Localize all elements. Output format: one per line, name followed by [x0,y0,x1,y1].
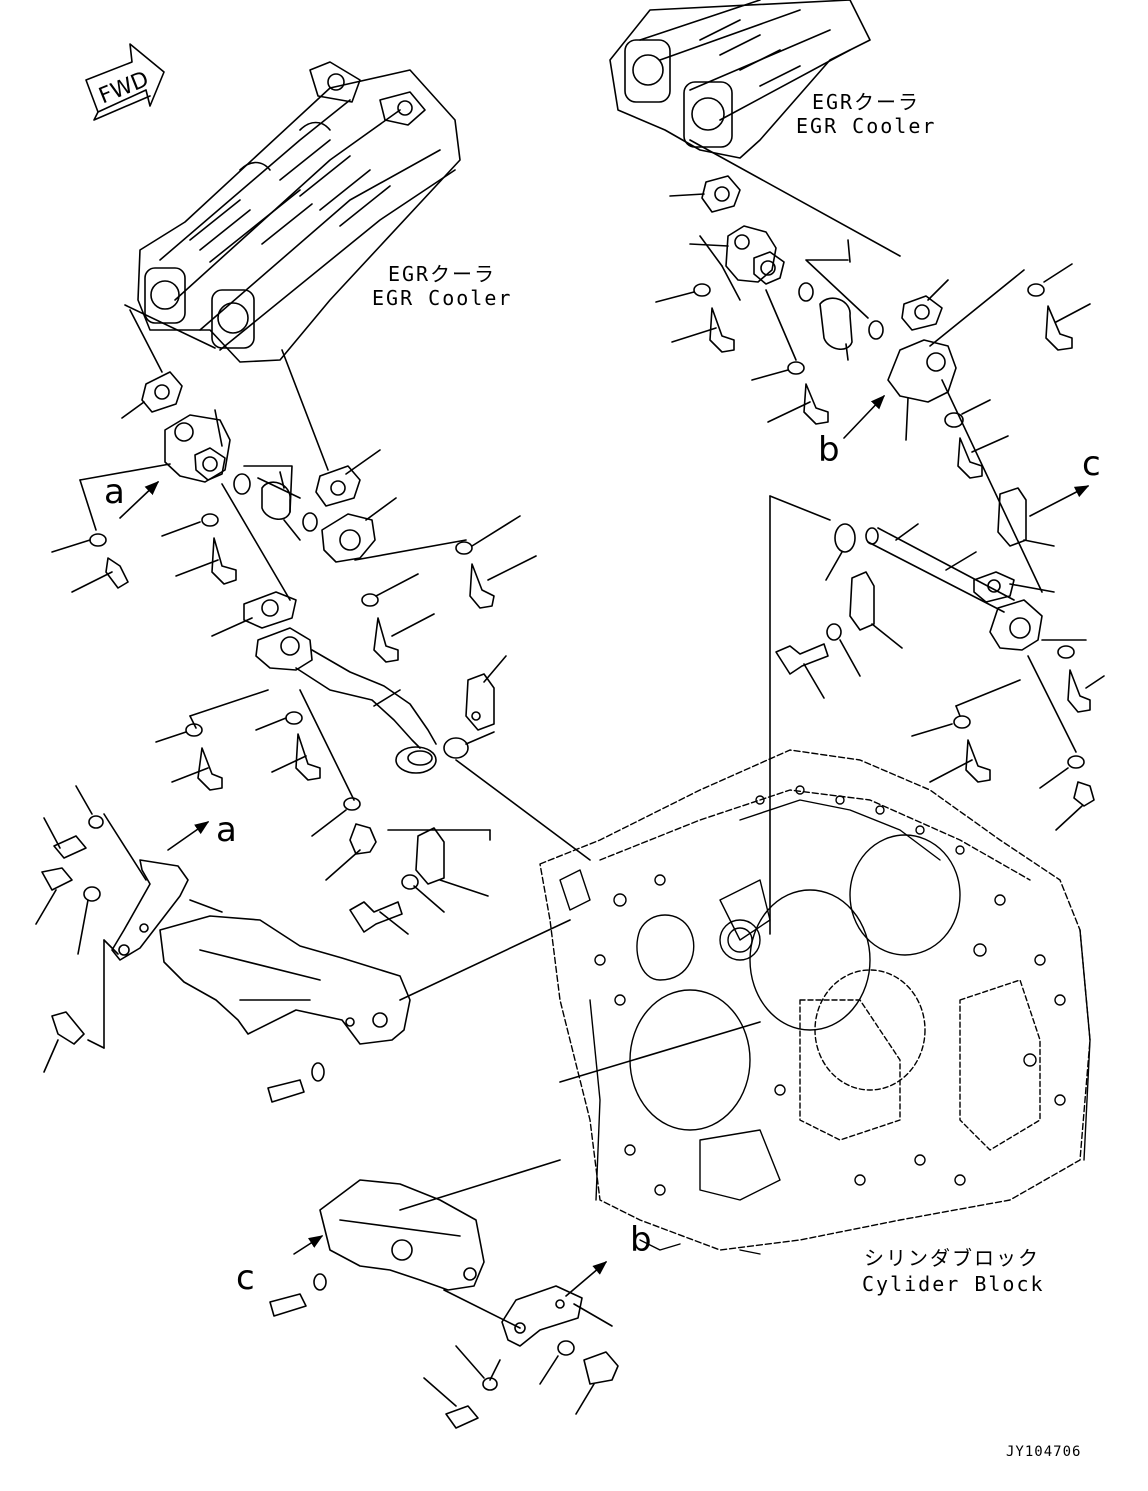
view-letter-b-top: b [818,430,840,470]
manifold-lower [319,1179,485,1291]
egr-cooler-right-en-label: EGR Cooler [796,114,937,138]
flange-housing-right [887,339,957,441]
clamp-part [465,655,507,731]
view-letter-a-bottom: a [216,810,237,850]
washer-part [89,533,107,547]
elbow-housing-left [164,409,231,483]
view-letter-a-top: a [104,472,125,512]
bolt-part [105,557,129,589]
view-letter-c-right: c [1082,444,1101,484]
egr-cooler-right [609,0,871,159]
cylinder-block-en-label: Cylider Block [862,1272,1045,1296]
elbow-housing-right [689,225,785,285]
egr-cooler-left-en-label: EGR Cooler [372,286,513,310]
egr-pipe-right [865,523,1043,651]
cylinder-block-jp-label: シリンダブロック [864,1246,1040,1270]
gasket-part [141,371,183,413]
manifold-left [159,915,411,1045]
egr-cooler-left [124,61,461,363]
drawing-number: JY104706 [1006,1444,1082,1460]
view-letter-c-left: c [236,1258,255,1298]
egr-pipe-left [255,627,437,774]
bracket-b-lower [501,1285,613,1347]
cylinder-block [539,749,1091,1255]
egr-cooler-left-jp-label: EGRクーラ [387,262,497,286]
bracket-a-left [111,859,223,961]
fwd-arrow-icon: FWD [85,43,165,121]
view-letter-b-bottom: b [630,1220,652,1260]
egr-cooler-right-jp-label: EGRクーラ [811,90,921,114]
